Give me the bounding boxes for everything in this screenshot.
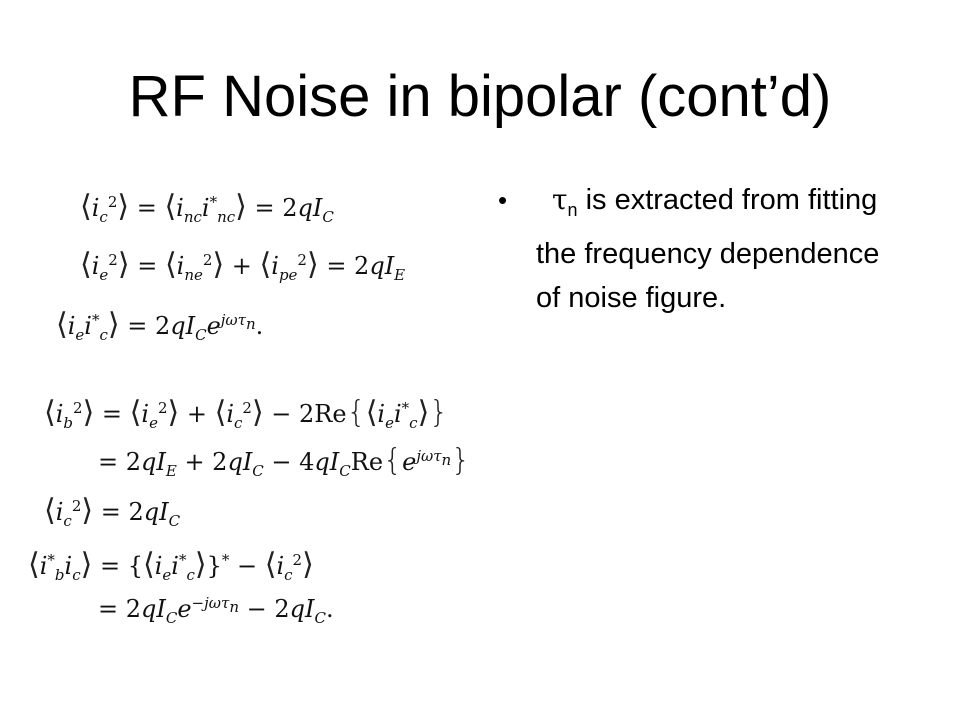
equation-ie-ic-correlation: ⟨iei*c⟩ = 2qICejωτn.	[56, 307, 264, 344]
equation-ic-squared-2: ⟨ic2⟩ = 2qIC	[44, 493, 181, 530]
equation-ib-squared-expanded: = 2qIE + 2qIC − 4qICRe{ejωτn}	[98, 443, 471, 480]
bullet-text: is extracted from fitting the frequency …	[536, 184, 880, 314]
bullet-marker: •	[498, 185, 508, 215]
equation-ib-squared: ⟨ib2⟩ = ⟨ie2⟩ + ⟨ic2⟩ − 2Re{⟨iei*c⟩}	[44, 395, 449, 432]
tau-subscript: n	[567, 200, 578, 220]
slide-title: RF Noise in bipolar (cont’d)	[128, 64, 832, 129]
tau-symbol: τ	[552, 183, 568, 216]
equation-ic-squared: ⟨ic2⟩ = ⟨inci*nc⟩ = 2qIC	[80, 189, 334, 226]
equation-ib-ic-correlation: ⟨i*bic⟩ = {⟨iei*c⟩}* − ⟨ic2⟩	[28, 547, 314, 584]
equation-ie-squared: ⟨ie2⟩ = ⟨ine2⟩ + ⟨ipe2⟩ = 2qIE	[80, 247, 406, 284]
equation-ib-ic-expanded: = 2qICe−jωτn − 2qIC.	[98, 594, 334, 627]
bullet-item: τn is extracted from fitting the frequen…	[536, 178, 896, 320]
